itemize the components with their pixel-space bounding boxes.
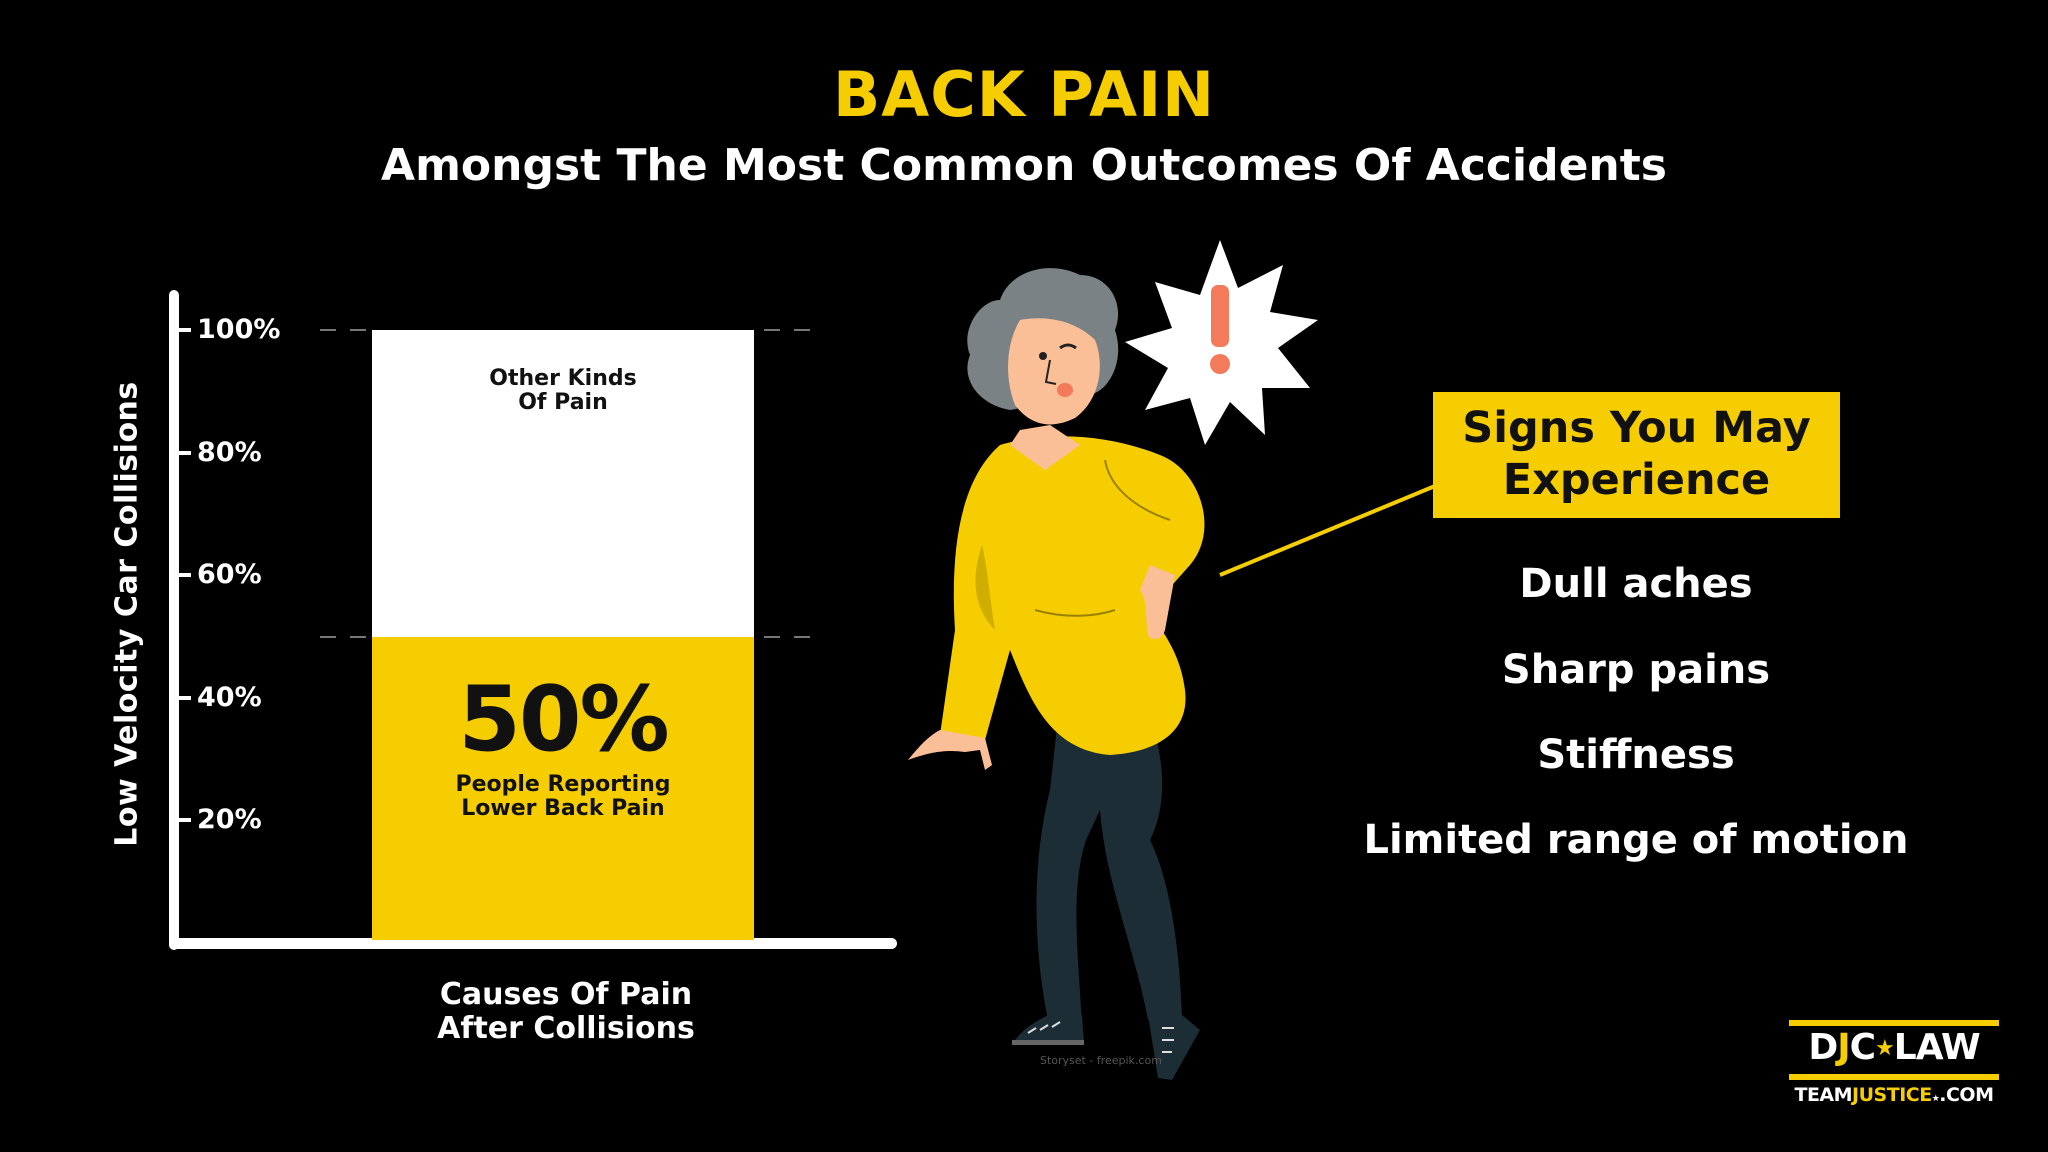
woman-back-pain-illustration <box>908 240 1318 1080</box>
woman-head <box>967 268 1119 425</box>
segment-label-other-line1: Other Kinds <box>489 366 637 391</box>
x-axis-title-line2: After Collisions <box>437 1011 695 1046</box>
sign-item: Limited range of motion <box>1363 817 1909 863</box>
big-percentage-label: 50% <box>458 667 669 772</box>
y-tick-label: 40% <box>197 681 262 713</box>
dashed-guide-50-right <box>764 635 814 638</box>
segment-label-back-pain-line2: Lower Back Pain <box>461 796 665 821</box>
x-axis-title-line1: Causes Of Pain <box>439 977 693 1012</box>
dashed-guide-50-left <box>320 635 366 638</box>
logo-letter-j: J <box>1837 1027 1850 1068</box>
logo-sub-com: .COM <box>1939 1084 1994 1106</box>
logo-website: TEAMJUSTICE★.COM <box>1789 1084 1999 1110</box>
sign-item: Stiffness <box>1537 732 1735 778</box>
dashed-guide-100-right <box>764 329 814 331</box>
page-title: BACK PAIN <box>832 58 1216 131</box>
star-icon: ★ <box>1875 1036 1895 1061</box>
right-hand-on-back <box>1140 565 1175 640</box>
dashed-guide-100-left <box>320 329 366 331</box>
illustration-credit: Storyset - freepik.com <box>1040 1054 1162 1067</box>
logo-wordmark: DJC★LAW <box>1789 1028 1999 1069</box>
y-axis-line <box>169 290 179 950</box>
y-tick-mark <box>179 695 191 700</box>
y-tick-mark <box>179 818 191 823</box>
djc-law-logo: DJC★LAW TEAMJUSTICE★.COM <box>1789 1020 1999 1106</box>
segment-label-other-line2: Of Pain <box>518 390 608 415</box>
y-tick-label: 80% <box>197 436 262 468</box>
sign-item: Dull aches <box>1519 561 1753 607</box>
logo-bottom-rule <box>1789 1074 1999 1080</box>
signs-heading-line2: Experience <box>1502 455 1771 505</box>
y-tick-mark <box>179 573 191 578</box>
left-hand <box>908 730 992 770</box>
y-axis-title: Low Velocity Car Collisions <box>109 381 145 847</box>
logo-sub-justice: JUSTICE <box>1852 1084 1932 1106</box>
bar-segment-lower-back-pain <box>372 636 754 940</box>
y-tick-label: 20% <box>197 804 262 836</box>
signs-heading-line1: Signs You May <box>1462 403 1811 453</box>
small-star-icon: ★ <box>1931 1094 1940 1104</box>
shoes <box>1012 1015 1200 1080</box>
y-tick-label: 60% <box>197 559 262 591</box>
callout-pointer-line <box>1219 484 1436 577</box>
yellow-sweater <box>940 436 1205 755</box>
y-tick-mark <box>179 450 191 455</box>
logo-letter-c: C <box>1849 1027 1876 1068</box>
x-axis-line <box>169 938 897 949</box>
segment-label-other: Other Kinds Of Pain <box>372 367 754 415</box>
y-tick-label: 100% <box>197 314 281 345</box>
bar-segment-other-pain <box>372 330 754 637</box>
logo-sub-team: TEAM <box>1794 1084 1853 1106</box>
logo-word-law: LAW <box>1893 1027 1981 1068</box>
segment-label-back-pain-line1: People Reporting <box>455 772 671 797</box>
signs-heading-box: Signs You May Experience <box>1433 392 1840 518</box>
x-axis-title: Causes Of Pain After Collisions <box>366 978 766 1046</box>
sign-item: Sharp pains <box>1501 647 1771 693</box>
logo-letter-d: D <box>1808 1027 1838 1068</box>
logo-top-rule <box>1789 1020 1999 1026</box>
y-tick-mark <box>179 328 191 332</box>
alert-starburst-icon <box>1125 240 1318 445</box>
page-subtitle: Amongst The Most Common Outcomes Of Acci… <box>381 140 1667 191</box>
pants <box>1036 700 1182 1025</box>
segment-label-back-pain: People Reporting Lower Back Pain <box>372 773 754 821</box>
